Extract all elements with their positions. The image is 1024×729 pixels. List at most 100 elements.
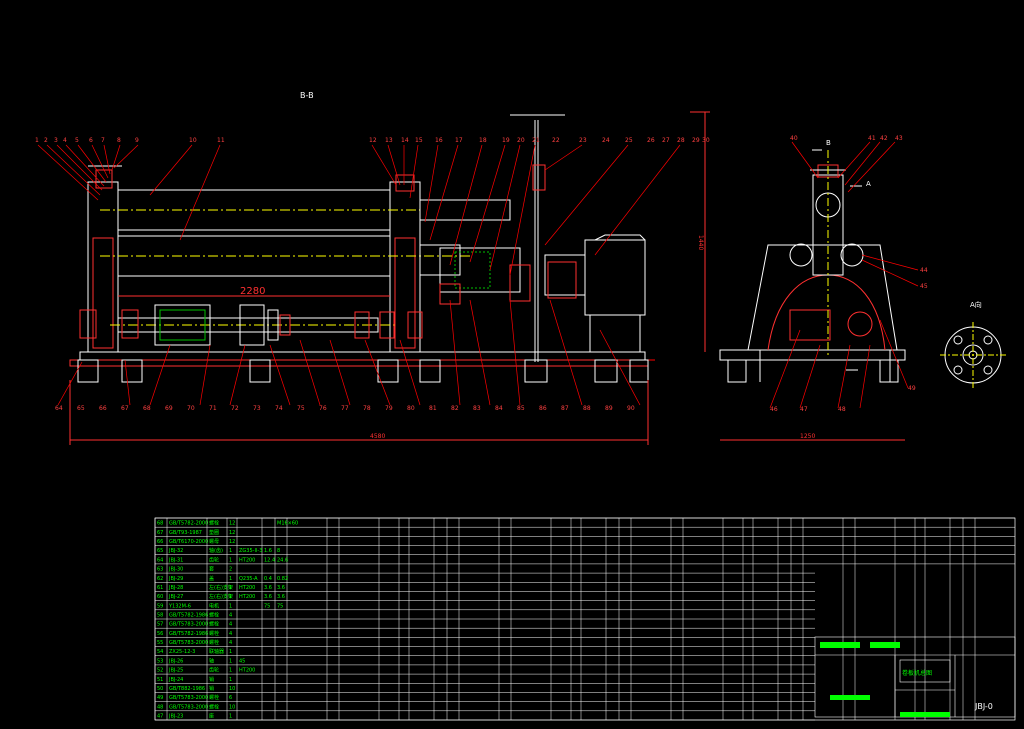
table-cell: 左(右)支架 xyxy=(209,593,233,600)
table-cell: 1 xyxy=(229,585,232,591)
table-cell: JBJ-27 xyxy=(168,594,183,600)
table-cell: 左(右)支架 xyxy=(209,584,233,591)
callout-number: 2 xyxy=(44,137,48,144)
table-cell: 59 xyxy=(157,603,163,609)
callout-number: 27 xyxy=(662,137,670,144)
parts-table-grid xyxy=(154,517,1015,721)
table-cell: GB/T5783-2000 xyxy=(169,704,208,710)
table-cell: M16×60 xyxy=(277,521,298,527)
table-cell: 3.6 xyxy=(264,594,272,600)
table-cell: JBJ-28 xyxy=(168,585,183,591)
table-cell: GB/T6170-2000 xyxy=(169,539,208,545)
table-cell: 盖 xyxy=(209,575,214,582)
table-cell: GB/T93-1987 xyxy=(169,530,202,536)
table-cell: 1 xyxy=(229,668,232,674)
table-cell: 0.4 xyxy=(264,576,272,582)
table-cell: 套 xyxy=(209,566,214,573)
table-cell: 螺栓 xyxy=(209,520,219,527)
table-cell: 75 xyxy=(277,603,283,609)
table-cell: 3.6 xyxy=(277,585,285,591)
callout-number: 70 xyxy=(187,405,195,412)
dim-overall: 4580 xyxy=(370,433,386,440)
table-cell: 销 xyxy=(209,685,214,692)
table-cell: 3.6 xyxy=(277,594,285,600)
table-cell: 1 xyxy=(229,557,232,563)
motor xyxy=(544,254,586,296)
callout-number: 42 xyxy=(880,135,888,142)
table-cell: JBJ-29 xyxy=(168,576,183,582)
table-cell: ZX25-12-3 xyxy=(169,649,195,655)
table-cell: 66 xyxy=(157,539,163,545)
callout-number: 8 xyxy=(117,137,121,144)
table-cell: 齿轮 xyxy=(209,556,219,563)
table-cell: 54 xyxy=(157,649,163,655)
table-cell: 座 xyxy=(209,713,214,720)
table-cell: 58 xyxy=(157,613,163,619)
callout-number: 89 xyxy=(605,405,613,412)
table-cell: 3.6 xyxy=(264,585,272,591)
table-cell: 62 xyxy=(157,576,163,582)
callout-number: 41 xyxy=(868,135,876,142)
table-cell: 1 xyxy=(229,658,232,664)
table-cell: 50 xyxy=(157,686,163,692)
callout-number: 67 xyxy=(121,405,129,412)
table-cell: 51 xyxy=(157,677,163,683)
table-cell: HT200 xyxy=(239,668,255,674)
reducer xyxy=(584,239,646,316)
title-block-name: 卷板机总图 xyxy=(902,670,933,677)
table-cell: 1 xyxy=(229,714,232,720)
table-cell: 8 xyxy=(277,548,280,554)
callout-number: 81 xyxy=(429,405,437,412)
table-cell: 24.6 xyxy=(277,557,288,563)
table-cell: JBJ-26 xyxy=(168,658,183,664)
table-cell: ZG35-II-3 xyxy=(239,548,262,554)
callout-number: 82 xyxy=(451,405,459,412)
callout-number: 44 xyxy=(920,267,928,274)
callout-number: 83 xyxy=(473,405,481,412)
callout-number: 78 xyxy=(363,405,371,412)
table-cell: 轴 xyxy=(209,657,214,664)
table-cell: 4 xyxy=(229,640,232,646)
view-a-label: A向 xyxy=(970,301,982,309)
table-border xyxy=(154,517,1016,721)
callout-number: 76 xyxy=(319,405,327,412)
table-cell: 12 xyxy=(229,521,235,527)
callout-number: 12 xyxy=(369,137,377,144)
table-cell: 1 xyxy=(229,576,232,582)
table-cell: 螺栓 xyxy=(209,639,219,646)
callout-number: 85 xyxy=(517,405,525,412)
callout-number: 6 xyxy=(89,137,93,144)
front-view xyxy=(69,111,710,445)
callout-number: 30 xyxy=(702,137,710,144)
table-cell: 55 xyxy=(157,640,163,646)
section-mark-a: A xyxy=(866,180,871,188)
callout-number: 47 xyxy=(800,406,808,413)
callout-number: 9 xyxy=(135,137,139,144)
callout-number: 74 xyxy=(275,405,283,412)
table-cell: 1 xyxy=(229,603,232,609)
drawing-number: JBJ-0 xyxy=(975,702,993,711)
callout-number: 22 xyxy=(552,137,560,144)
table-cell: GB/T882-1986 xyxy=(169,686,205,692)
callout-number: 11 xyxy=(217,137,225,144)
callout-number: 29 xyxy=(692,137,700,144)
table-cell: 48 xyxy=(157,704,163,710)
callout-number: 13 xyxy=(385,137,393,144)
callout-number: 69 xyxy=(165,405,173,412)
view-a-flange xyxy=(940,322,1006,388)
table-cell: Q235-A xyxy=(239,576,258,582)
callout-number: 75 xyxy=(297,405,305,412)
callout-number: 17 xyxy=(455,137,463,144)
leaders-side xyxy=(769,141,919,409)
table-cell: Y132M-6 xyxy=(168,603,191,609)
table-cell: 螺栓 xyxy=(209,621,219,628)
side-view xyxy=(719,149,906,441)
table-cell: 63 xyxy=(157,567,163,573)
callout-number: 71 xyxy=(209,405,217,412)
table-cell: 4 xyxy=(229,613,232,619)
table-cell: JBJ-32 xyxy=(168,548,183,554)
callout-number: 43 xyxy=(895,135,903,142)
callout-number: 87 xyxy=(561,405,569,412)
mid-gearbox xyxy=(439,247,521,293)
